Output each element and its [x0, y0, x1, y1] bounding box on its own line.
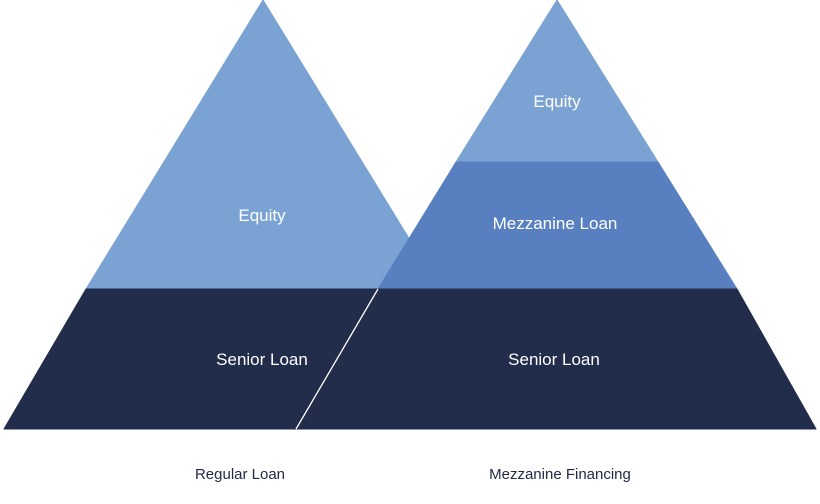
- mezzanine-financing-caption: Mezzanine Financing: [489, 466, 631, 483]
- regular-equity-segment: [85, 0, 441, 290]
- regular-equity-label: Equity: [238, 206, 286, 225]
- regular-loan-caption: Regular Loan: [195, 466, 285, 483]
- pyramid-overlap-separator: [295, 288, 379, 430]
- mezzanine-financing-pyramid: [295, 0, 817, 430]
- mezzanine-equity-label: Equity: [533, 92, 581, 111]
- mezzanine-senior-label: Senior Loan: [508, 350, 600, 369]
- regular-senior-label: Senior Loan: [216, 350, 308, 369]
- mezzanine-equity-segment: [455, 0, 659, 163]
- mezzanine-loan-label: Mezzanine Loan: [493, 214, 618, 233]
